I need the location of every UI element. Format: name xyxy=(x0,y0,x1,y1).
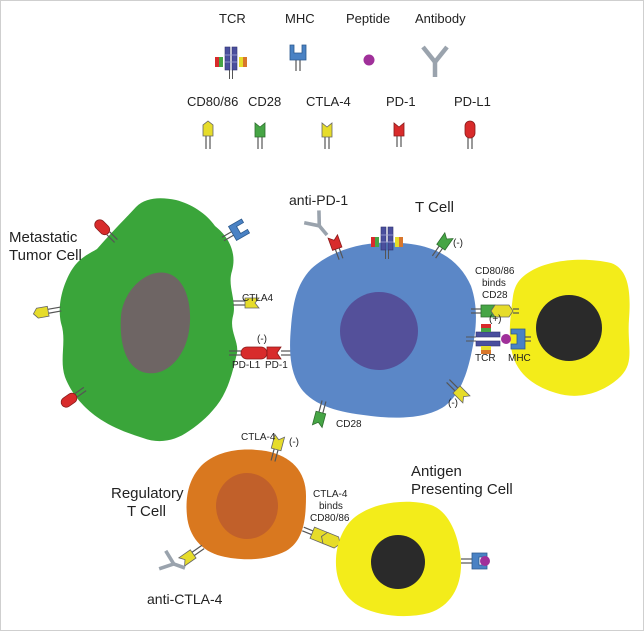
binds-line3: CD28 xyxy=(482,290,508,301)
legend-cd28-icon xyxy=(254,122,266,150)
tcr-mhc-interaction xyxy=(466,324,531,354)
tcr-label: TCR xyxy=(475,353,496,364)
treg-neg-label: (-) xyxy=(289,437,299,448)
legend-antibody-label: Antibody xyxy=(415,11,466,26)
treg-nucleus xyxy=(216,473,278,539)
pdl1-pd1-interaction xyxy=(229,346,293,360)
legend-mhc-icon xyxy=(289,44,307,72)
ctla4-binds-line2: binds xyxy=(319,501,343,512)
pdl1-label: PD-L1 xyxy=(232,360,261,371)
treg-ctla4-left-icon xyxy=(178,542,207,567)
ctla4-cd80-interaction xyxy=(302,526,349,550)
tumor-cell-title-line2: Tumor Cell xyxy=(9,247,82,264)
tumor-ctla4-label: CTLA4 xyxy=(242,293,274,304)
ctla4-binds-line1: CTLA-4 xyxy=(313,489,348,500)
legend-antibody-icon xyxy=(423,47,447,77)
binds-line2: binds xyxy=(482,278,506,289)
anti-pd1-label: anti-PD-1 xyxy=(289,192,349,208)
legend-pdl1-icon xyxy=(464,120,476,150)
pd1-label: PD-1 xyxy=(265,360,288,371)
legend-cd80-label: CD80/86 xyxy=(187,94,239,109)
tumor-cd80-left-icon xyxy=(31,303,63,320)
tumor-cell-nucleus xyxy=(120,272,191,374)
mhc-label: MHC xyxy=(508,353,531,364)
legend-pd1-icon xyxy=(393,122,405,148)
t-cell-nucleus xyxy=(340,292,418,370)
t-cell-title: T Cell xyxy=(415,199,454,216)
anti-ctla4-label: anti-CTLA-4 xyxy=(147,591,223,607)
legend-mhc-label: MHC xyxy=(285,11,315,26)
apc-title-line1: Antigen xyxy=(411,463,462,480)
tcell-bottom-neg-label: (-) xyxy=(448,398,458,409)
binds-line1: CD80/86 xyxy=(475,266,515,277)
legend-peptide-icon xyxy=(363,54,375,66)
legend-ctla4-icon xyxy=(321,122,333,150)
apc-bottom-peptide-icon xyxy=(480,556,490,566)
legend-peptide-label: Peptide xyxy=(346,11,391,26)
legend-pd1-label: PD-1 xyxy=(386,94,416,109)
treg-title-line1: Regulatory xyxy=(111,485,184,502)
tcr-pos-label: (+) xyxy=(489,314,502,325)
legend-ctla4-label: CTLA-4 xyxy=(306,94,351,109)
treg-title-line2: T Cell xyxy=(127,503,166,520)
anti-pd1-antibody-icon xyxy=(302,208,337,243)
apc-bottom-nucleus xyxy=(371,535,425,589)
legend-tcr-icon xyxy=(214,46,248,80)
tcell-cd28-label: CD28 xyxy=(336,419,362,430)
pd-neg-label: (-) xyxy=(257,334,267,345)
legend-cd80-icon xyxy=(202,120,214,150)
legend-cd28-label: CD28 xyxy=(248,94,282,109)
ctla4-binds-line3: CD80/86 xyxy=(310,513,350,524)
apc-title-line2: Presenting Cell xyxy=(411,481,513,498)
apc-right-nucleus xyxy=(536,295,602,361)
tcell-top-neg-label: (-) xyxy=(453,238,463,249)
tumor-cell-title-line1: Metastatic xyxy=(9,229,78,246)
legend-tcr-label: TCR xyxy=(219,11,246,26)
treg-ctla4-label: CTLA-4 xyxy=(241,432,276,443)
legend-pdl1-label: PD-L1 xyxy=(454,94,491,109)
cd28-cd80-interaction xyxy=(471,304,519,318)
legend-icons xyxy=(202,44,476,150)
